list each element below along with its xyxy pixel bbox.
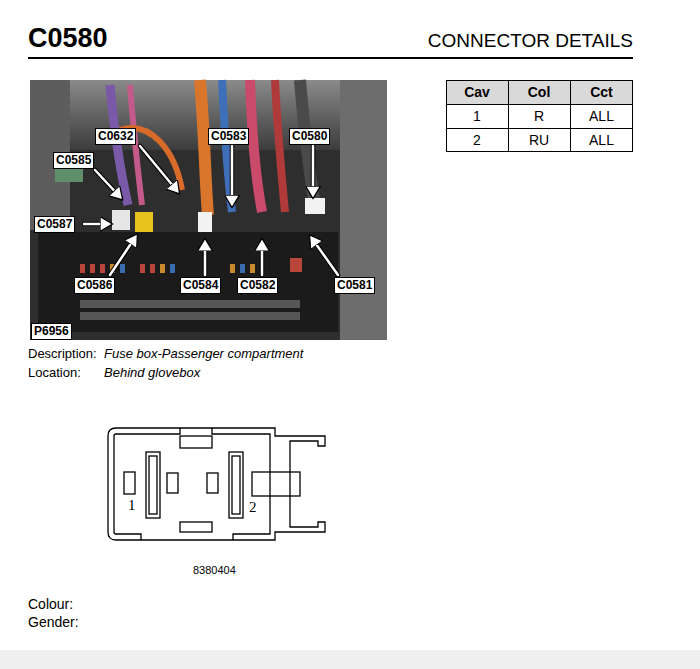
- drawing-number: 8380404: [193, 563, 236, 577]
- table-cell: ALL: [570, 128, 633, 152]
- table-cell: ALL: [570, 104, 633, 128]
- callout-box: C0587: [34, 216, 75, 233]
- callout-number: C0584: [183, 278, 218, 292]
- field-label: Colour:: [28, 595, 73, 613]
- callout-box: C0586: [74, 277, 115, 294]
- connector-face: [108, 428, 325, 540]
- field-value: Behind glovebox: [104, 364, 200, 381]
- table-grid: [446, 80, 633, 152]
- callout-number: C0580: [292, 129, 327, 143]
- pin-number: 1: [128, 497, 136, 514]
- callout-number: P6956: [34, 324, 69, 338]
- table-header: Cav: [446, 80, 508, 104]
- table-header: Cct: [570, 80, 633, 104]
- field-value: Fuse box-Passenger compartment: [104, 345, 303, 362]
- callout-box: C0583: [208, 128, 249, 145]
- fusebox-photo: [30, 80, 387, 340]
- callout-box: C0580: [289, 128, 330, 145]
- table-cell: 2: [446, 128, 508, 152]
- heading-rule: [28, 57, 633, 59]
- page-title: C0580: [28, 22, 108, 54]
- callout-number: C0586: [77, 278, 112, 292]
- page-edge: [0, 650, 700, 669]
- leader-arrows: [84, 146, 338, 275]
- callout-box: P6956: [31, 323, 72, 340]
- callout-box: C0581: [334, 277, 375, 294]
- section-heading: CONNECTOR DETAILS: [428, 29, 633, 53]
- field-label: Gender:: [28, 613, 79, 631]
- table-header: Col: [508, 80, 570, 104]
- callout-box: C0632: [95, 128, 136, 145]
- callout-number: C0582: [240, 278, 275, 292]
- callout-number: C0581: [337, 278, 372, 292]
- callout-number: C0585: [56, 153, 91, 167]
- table-cell: 1: [446, 104, 508, 128]
- table-cell: RU: [508, 128, 570, 152]
- table-cell: R: [508, 104, 570, 128]
- callout-box: C0582: [237, 277, 278, 294]
- callout-box: C0585: [53, 152, 94, 169]
- field-label: Location:: [28, 364, 81, 381]
- callout-number: C0583: [211, 129, 246, 143]
- callout-number: C0632: [98, 129, 133, 143]
- callout-number: C0587: [37, 217, 72, 231]
- pin-number: 2: [249, 499, 257, 516]
- callout-box: C0584: [180, 277, 221, 294]
- field-label: Description:: [28, 345, 97, 362]
